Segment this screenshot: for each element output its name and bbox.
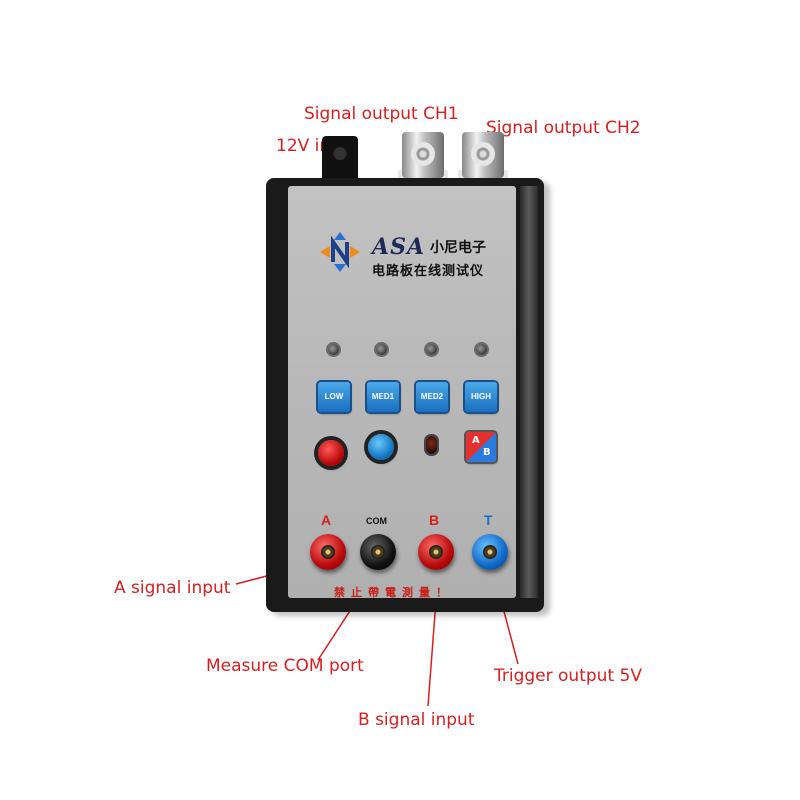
callout-measure-com-port: Measure COM port (206, 656, 364, 676)
logo-n-mark-icon (320, 232, 360, 272)
led-med2 (426, 344, 437, 355)
bnc-connector-ch1[interactable] (402, 132, 444, 178)
logo-brand-cn: 小尼电子 (430, 240, 486, 256)
jack-com-port[interactable] (360, 534, 396, 570)
callout-trigger-output: Trigger output 5V (494, 666, 642, 686)
knob-red-icon[interactable] (318, 440, 344, 466)
channel-indicator-led (426, 436, 437, 454)
ab-switch-button[interactable]: A B (466, 432, 496, 462)
range-button-med2[interactable]: MED2 (416, 382, 448, 412)
logo-product-cn: 电路板在线测试仪 (372, 264, 485, 279)
callout-signal-output-ch2: Signal output CH2 (486, 118, 641, 138)
knob-blue-icon[interactable] (368, 434, 394, 460)
device-side-strip (520, 186, 538, 598)
callout-a-signal-input: A signal input (114, 578, 231, 598)
jack-a-signal-input[interactable] (310, 534, 346, 570)
jack-label-t: T (484, 512, 493, 528)
led-high (476, 344, 487, 355)
range-button-low[interactable]: LOW (318, 382, 350, 412)
ab-switch-label-b: B (483, 447, 491, 458)
warning-text: 禁止帶電測量！ (334, 586, 453, 599)
led-med1 (376, 344, 387, 355)
logo-brand: ASA (372, 234, 426, 260)
jack-label-b: B (429, 512, 440, 528)
ab-switch-label-a: A (472, 435, 480, 446)
jack-label-a: A (321, 512, 332, 528)
led-low (328, 344, 339, 355)
bnc-connector-ch2[interactable] (462, 132, 504, 178)
range-button-med1[interactable]: MED1 (367, 382, 399, 412)
jack-b-signal-input[interactable] (418, 534, 454, 570)
callout-signal-output-ch1: Signal output CH1 (304, 104, 459, 124)
dc-power-jack[interactable] (322, 136, 358, 180)
jack-trigger-output[interactable] (472, 534, 508, 570)
jack-label-com: COM (366, 516, 387, 526)
callout-b-signal-input: B signal input (358, 710, 475, 730)
range-button-high[interactable]: HIGH (465, 382, 497, 412)
